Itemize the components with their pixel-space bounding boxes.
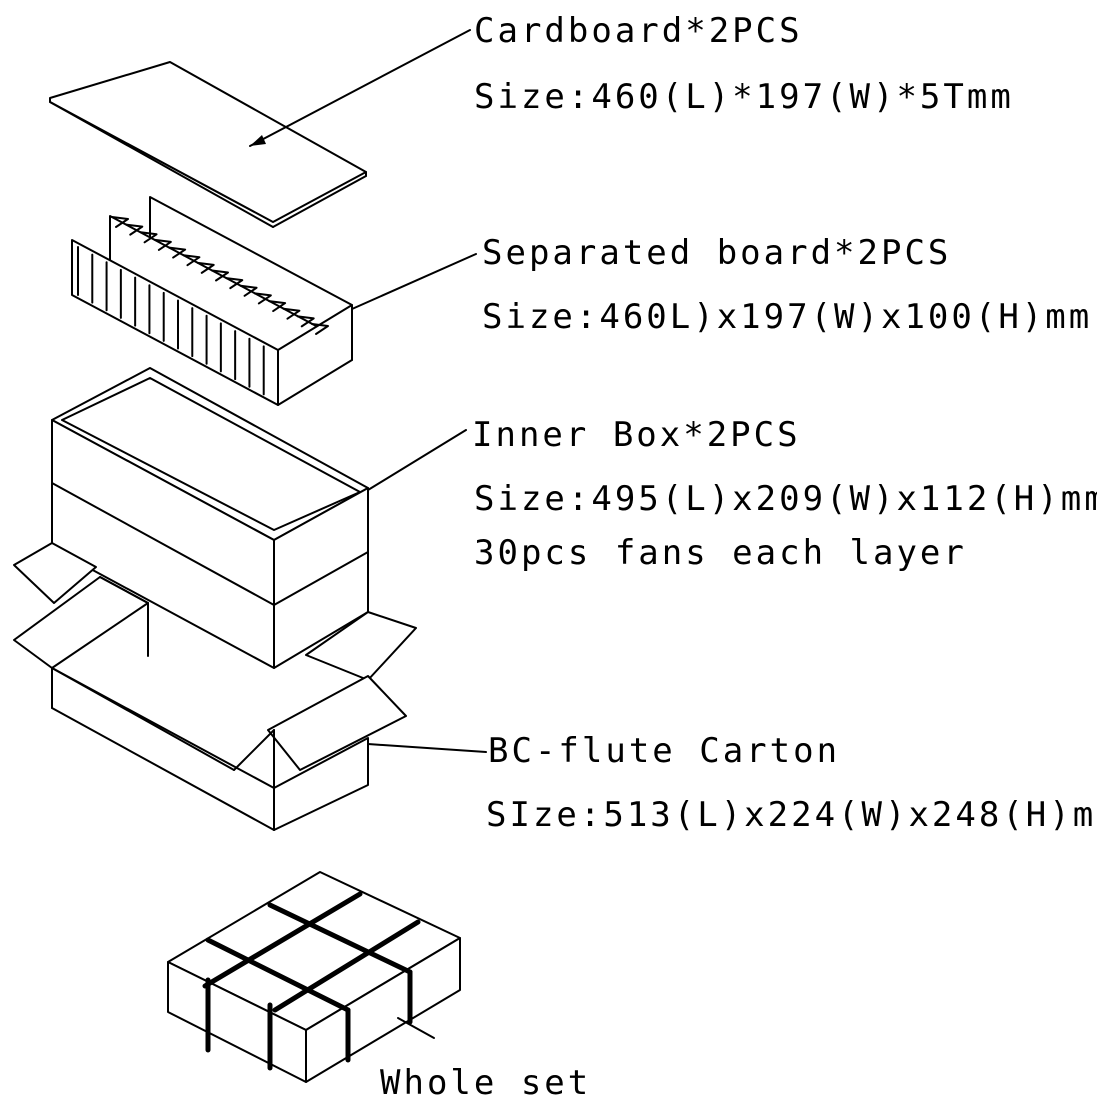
separated-board-size: Size:460L)x197(W)x100(H)mm (482, 297, 1092, 337)
carton-size: SIze:513(L)x224(W)x248(H)mm (486, 795, 1097, 835)
cardboard-name: Cardboard*2PCS (474, 11, 803, 51)
cardboard-size: Size:460(L)*197(W)*5Tmm (474, 77, 1014, 117)
slat-notch (125, 223, 144, 236)
whole-set-box (167, 871, 461, 1083)
slat-notch (311, 323, 329, 335)
slat-notch (139, 231, 158, 244)
slat-notch (253, 292, 272, 305)
slat-notch (182, 254, 201, 267)
slat-notch (282, 307, 301, 320)
slat-notch (296, 315, 315, 328)
carton-name: BC-flute Carton (488, 731, 840, 771)
slat-notch (268, 300, 287, 313)
slat-notch (239, 284, 258, 297)
separated-board (71, 196, 353, 406)
slat-notch (211, 269, 229, 282)
inner-box-note: 30pcs fans each layer (474, 533, 967, 573)
slat-notch (225, 277, 244, 290)
inner-box-name: Inner Box*2PCS (472, 415, 801, 455)
slat-notch (168, 246, 187, 259)
separated-board-name: Separated board*2PCS (482, 233, 951, 273)
leader-lines (249, 29, 487, 1039)
whole-set-name: Whole set (380, 1063, 591, 1100)
inner-box-size: Size:495(L)x209(W)x112(H)mm (474, 479, 1097, 519)
slat-notch (111, 216, 129, 228)
slat-notch (153, 238, 172, 251)
separator-slats (77, 216, 329, 403)
bc-flute-carton (13, 542, 417, 831)
slat-notch (196, 261, 215, 274)
cardboard-sheet (49, 61, 367, 228)
labels: Cardboard*2PCS Size:460(L)*197(W)*5Tmm S… (380, 11, 1097, 1100)
inner-box (51, 367, 369, 669)
